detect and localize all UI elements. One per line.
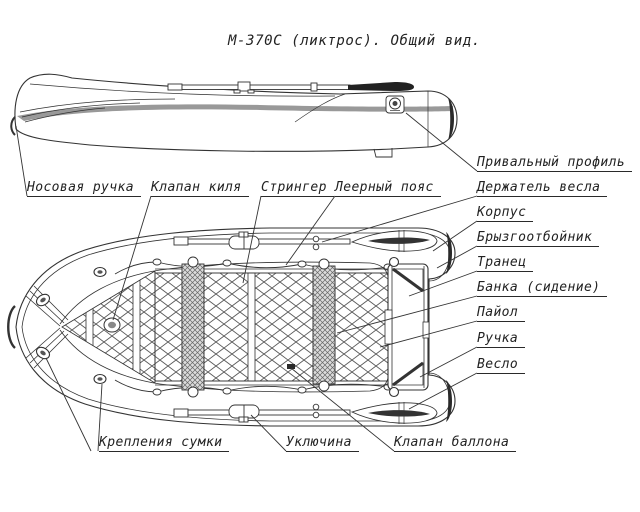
leader-krepleniya-sumki-1 [45, 357, 92, 452]
seat-banka-1 [181, 256, 205, 398]
leader-krepleniya-sumki-2 [97, 383, 103, 452]
leader-leernyi-poyas [285, 195, 336, 266]
tube-tip-top [446, 232, 452, 274]
leader-veslo [408, 372, 478, 410]
plan-bow-handle [7, 305, 16, 349]
leader-stringer [242, 195, 262, 284]
callout-rowlock: Уключина [286, 435, 359, 452]
callout-stringer: Стрингер [261, 180, 334, 197]
leader-bryzgootboynik [436, 245, 478, 269]
oar-holder-clip [312, 243, 320, 251]
leader-ruchka [419, 346, 478, 378]
side-stowed-oar [167, 81, 414, 94]
callout-seat: Банка (сидение) [477, 280, 608, 297]
seat-banka-2 [312, 258, 336, 392]
leader-uklyuchina [250, 414, 287, 452]
oar-holder-clip [312, 411, 320, 419]
leader-derzhatel-vesla [321, 195, 478, 243]
leader-tranets [408, 270, 478, 297]
callout-handle: Ручка [477, 331, 526, 348]
callout-floor: Пайол [477, 305, 526, 322]
callout-hull: Корпус [477, 205, 534, 222]
callout-transom: Транец [477, 255, 534, 272]
callout-grab-line: Леерный пояс [335, 180, 441, 197]
transom [384, 256, 430, 398]
keel-valve [103, 317, 121, 333]
callout-oar: Весло [477, 357, 526, 374]
side-bow-handle [10, 116, 16, 136]
oar-holder-clip [312, 235, 320, 243]
leader-payol [379, 320, 478, 348]
oar-top [173, 230, 438, 252]
callout-rub-strake: Привальный профиль [477, 155, 633, 172]
leader-privalnyi-profil [405, 112, 478, 172]
brand-logo [385, 95, 405, 114]
leader-banka [336, 295, 478, 334]
side-view [10, 73, 458, 158]
diagram-title: М-370С (ликтрос). Общий вид. [228, 33, 481, 49]
oar-holder-clip [312, 403, 320, 411]
leader-korpus [432, 220, 478, 252]
leader-nosovaya-ruchka [15, 125, 28, 197]
tube-valve-mark [287, 364, 295, 369]
tube-tip-bottom [446, 380, 452, 422]
leader-klapan-kilya [112, 195, 152, 321]
side-transom-notch [373, 148, 393, 158]
side-rub-strake [17, 104, 453, 121]
plan-view [7, 227, 456, 427]
leader-klapan-ballona [290, 367, 395, 452]
bag-mounts [35, 266, 107, 385]
callout-spray-deflector: Брызгоотбойник [477, 230, 600, 247]
side-stern-tip [448, 98, 454, 140]
callout-keel-valve: Клапан киля [151, 180, 249, 197]
callout-oar-holder: Держатель весла [477, 180, 608, 197]
leader-lines [15, 112, 478, 452]
callout-bow-handle: Носовая ручка [27, 180, 141, 197]
side-hull-outline [14, 73, 458, 152]
callout-tube-valve: Клапан баллона [394, 435, 517, 452]
callout-bag-mounts: Крепления сумки [99, 435, 230, 452]
oar-bottom [173, 402, 438, 424]
side-oar-blade [348, 82, 414, 91]
